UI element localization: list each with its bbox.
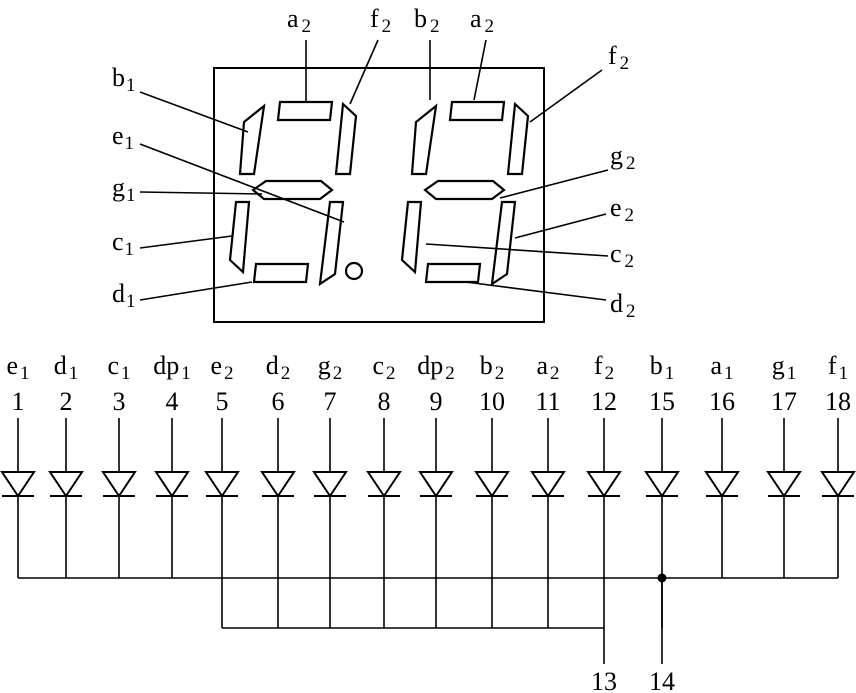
diode-icon [260, 471, 296, 498]
pin-number: 1 [12, 387, 25, 416]
segment-b2 [506, 101, 530, 176]
pin-number: 18 [825, 387, 851, 416]
diode-icon [820, 471, 856, 498]
segment-e2 [400, 200, 423, 275]
diode-icon [530, 471, 566, 498]
decimal-point-1 [344, 261, 364, 281]
common-pin-13: 13 [591, 667, 617, 693]
segment-f1 [238, 103, 266, 176]
pin-number: 2 [60, 387, 73, 416]
pin-number: 8 [378, 387, 391, 416]
segment-e1 [228, 200, 251, 275]
diode-icon [644, 471, 680, 498]
common-pin-14: 14 [649, 667, 675, 693]
segment-g2 [423, 179, 506, 201]
segment-d1 [252, 262, 310, 284]
label-c1: c1 [112, 227, 134, 260]
diode-icon [766, 471, 802, 498]
pin-number: 12 [591, 387, 617, 416]
diode-icon [48, 471, 84, 498]
pin-number: 16 [709, 387, 735, 416]
segment-c1 [318, 200, 345, 287]
leader-lines [139, 39, 609, 301]
label-e1: e1 [112, 121, 134, 154]
pin-number: 3 [113, 387, 126, 416]
junction-dot [657, 573, 667, 583]
diode-icon [704, 471, 740, 498]
segment-g1 [251, 179, 334, 201]
diode-icon [101, 471, 137, 498]
pin-number: 10 [479, 387, 505, 416]
label-d1: d1 [112, 279, 136, 312]
label-b1: b1 [112, 63, 136, 96]
diode-icon [204, 471, 240, 498]
pin-number: 9 [430, 387, 443, 416]
pin-number: 5 [216, 387, 229, 416]
diode-icon [418, 471, 454, 498]
diode-icon [0, 471, 36, 498]
diode-icon [474, 471, 510, 498]
pin-number: 4 [166, 387, 179, 416]
diode-icon [312, 471, 348, 498]
diode-icon [586, 471, 622, 498]
pin-number: 6 [272, 387, 285, 416]
diode-icon [154, 471, 190, 498]
label-g1: g1 [112, 173, 136, 206]
diode-icon [366, 471, 402, 498]
pin-number: 15 [649, 387, 675, 416]
pin-number: 17 [771, 387, 797, 416]
segment-b1 [334, 101, 358, 176]
pin-number: 11 [535, 387, 560, 416]
segment-a1 [276, 100, 334, 122]
pin-number: 7 [324, 387, 337, 416]
segment-f2 [410, 103, 438, 176]
segment-d2 [424, 262, 482, 284]
digit-2 [400, 100, 530, 287]
digit-1 [228, 100, 364, 287]
segment-a2 [448, 100, 506, 122]
segment-c2 [490, 200, 517, 287]
display-package [213, 67, 545, 323]
